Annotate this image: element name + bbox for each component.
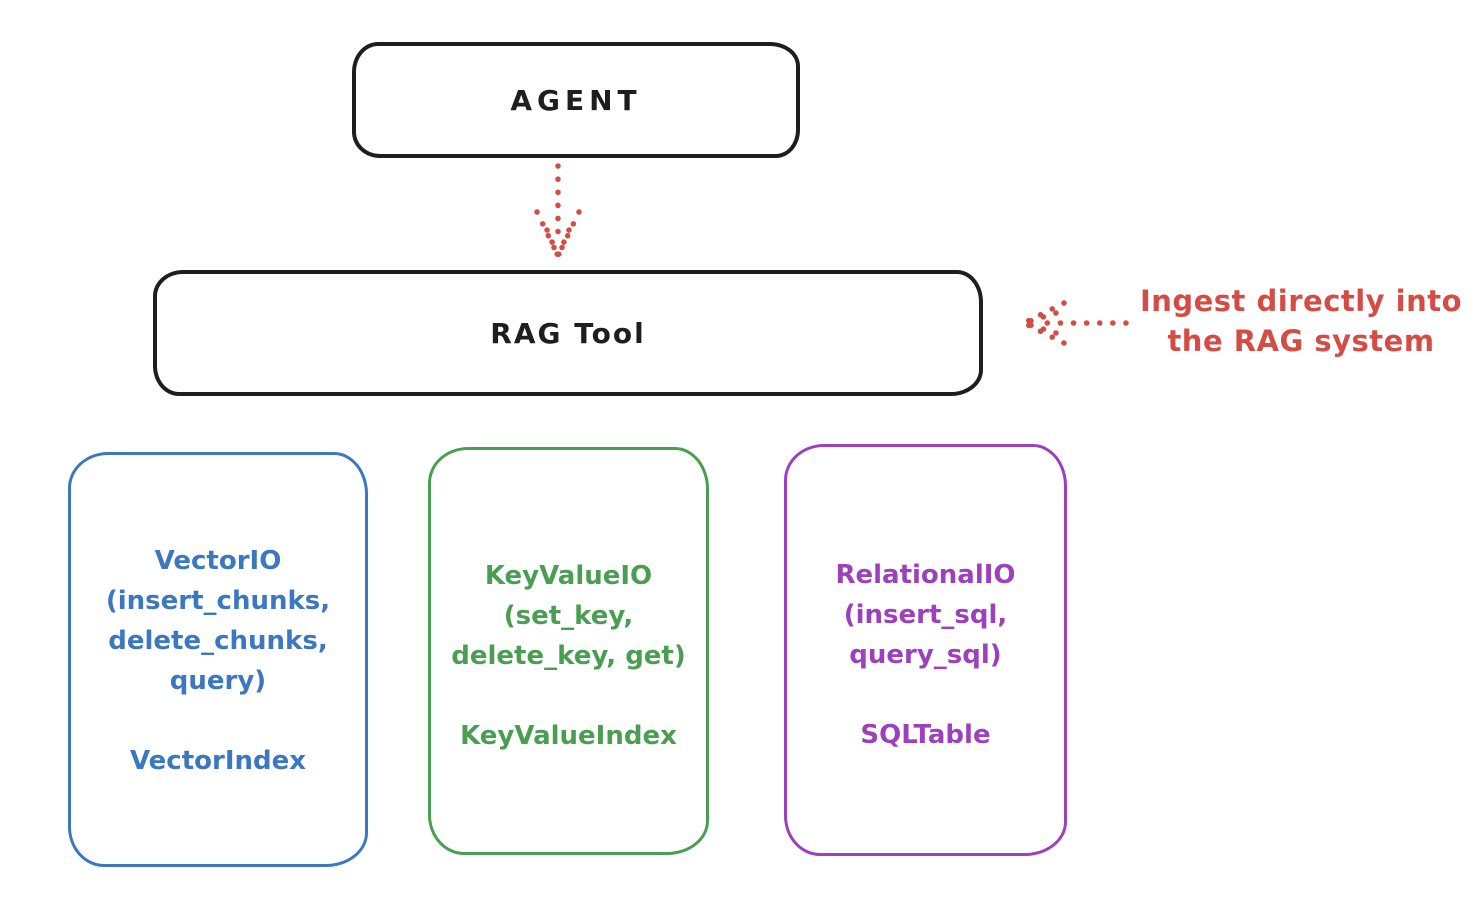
vector-io-card: VectorIO (insert_chunks, delete_chunks, … xyxy=(68,452,368,867)
relational-io-methods: RelationalIO (insert_sql, query_sql) xyxy=(835,560,1016,670)
vector-index-label: VectorIndex xyxy=(129,746,307,776)
keyvalue-io-methods: KeyValueIO (set_key, delete_key, get) xyxy=(451,561,686,671)
vector-io-methods: VectorIO (insert_chunks, delete_chunks, … xyxy=(105,546,331,696)
rag-tool-label: RAG Tool xyxy=(490,316,646,350)
dotted-arrow-left-icon xyxy=(1021,300,1129,346)
sql-table-label: SQLTable xyxy=(860,720,991,750)
keyvalue-io-card: KeyValueIO (set_key, delete_key, get) Ke… xyxy=(428,447,709,855)
keyvalue-index-label: KeyValueIndex xyxy=(460,721,677,751)
agent-node: AGENT xyxy=(352,42,800,158)
ingest-annotation: Ingest directly into the RAG system xyxy=(1139,284,1463,358)
relational-io-card: RelationalIO (insert_sql, query_sql) SQL… xyxy=(784,444,1067,856)
agent-label: AGENT xyxy=(510,83,642,117)
dotted-arrow-down-icon xyxy=(534,163,582,259)
rag-tool-node: RAG Tool xyxy=(153,270,983,396)
